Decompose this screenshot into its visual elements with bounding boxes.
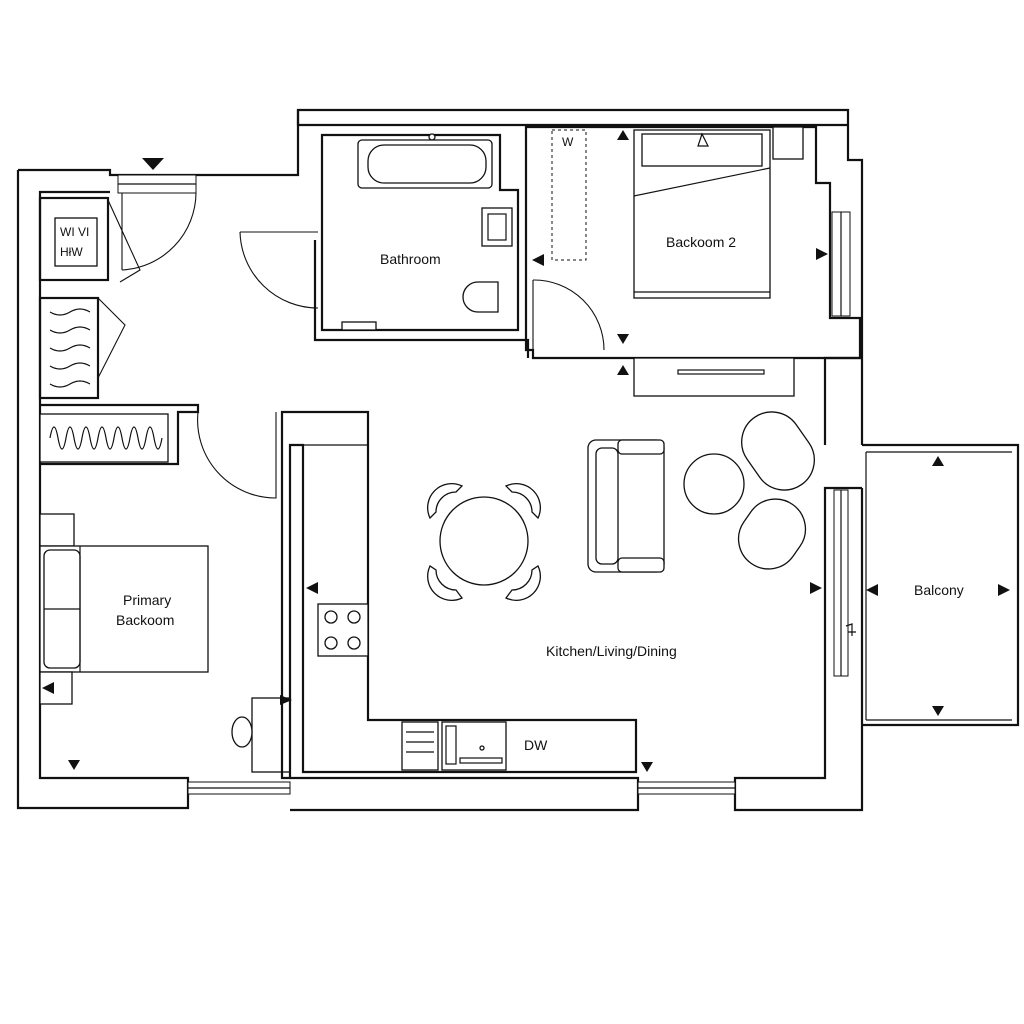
kitchen-living-dining: DW Kitchen/Living/Dining [280, 410, 856, 795]
tv [677, 369, 765, 375]
desk [251, 697, 291, 773]
toilet [462, 281, 499, 313]
outer-walls [16, 108, 864, 812]
dining-table [439, 496, 529, 586]
dining-chair [427, 483, 464, 520]
balcony: Balcony [862, 443, 1020, 727]
utility-label-top: WI VI [60, 225, 89, 239]
utility-cupboard: WI VI HłW [38, 196, 141, 283]
dining-chair [505, 565, 541, 601]
desk-chair [231, 716, 253, 748]
armchair [741, 411, 815, 491]
dishwasher-label: DW [524, 737, 548, 753]
dining-chair [427, 565, 463, 601]
hob [317, 603, 369, 657]
utility-label-bottom: HłW [60, 245, 83, 259]
bedroom2-wardrobe [551, 129, 587, 261]
primary-wardrobe [39, 413, 169, 463]
entrance-hall [117, 158, 197, 271]
bathroom-label: Bathroom [380, 251, 441, 267]
armchair [737, 498, 807, 570]
primary-label-line1: Primary [123, 592, 171, 608]
kitchen-sink [441, 721, 507, 771]
primary-bedroom: Primary Backoom [39, 403, 318, 795]
wardrobe-label: W [562, 135, 574, 149]
tv-unit [633, 357, 795, 397]
bathroom: Bathroom [239, 133, 530, 358]
bedroom-2: W Backoom 2 [524, 125, 862, 360]
primary-label-line2: Backoom [116, 612, 174, 628]
kitchen-label: Kitchen/Living/Dining [546, 643, 677, 659]
entrance-arrow [142, 158, 164, 170]
coffee-table [683, 453, 745, 515]
hall-wardrobe [38, 296, 126, 400]
balcony-label: Balcony [914, 582, 964, 598]
bedroom2-label: Backoom 2 [666, 234, 736, 250]
dining-chair [504, 483, 541, 520]
